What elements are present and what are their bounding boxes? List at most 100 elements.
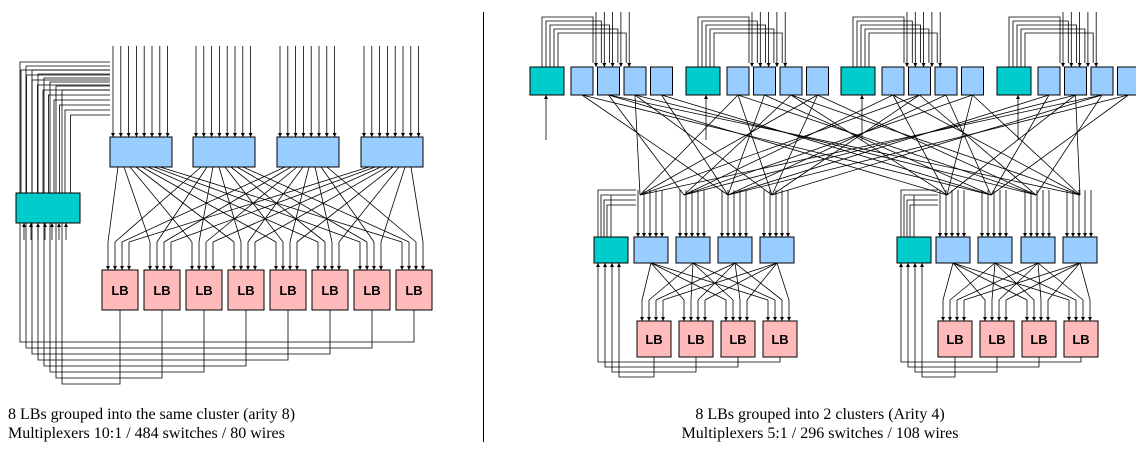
inter-cluster-wire [727,94,1050,196]
crossbar-wire [218,166,242,243]
mux-box [360,136,424,168]
cluster-crossbar-wire [734,262,783,301]
feedback-wire [37,84,110,193]
cluster-crossbar-wire [994,262,1035,301]
inter-cluster-wire [639,94,1103,196]
cluster-crossbar-wire [734,262,741,301]
cluster-crossbar-wire [690,262,694,301]
lb-feedback-wire [37,73,289,361]
logic-block [1021,320,1057,358]
top-loop-wire [705,24,766,67]
top-loop-wire [541,16,594,67]
top-loop-wire [1020,28,1086,67]
cluster-crossbar-wire [952,262,1070,301]
cluster-output-wire [617,263,655,378]
lb-label: LB [687,332,704,347]
cluster-output-wire [899,263,1082,363]
inter-cluster-wire [990,94,1129,196]
cluster-crossbar-wire [704,262,778,301]
crossbar-wire [129,166,193,243]
cluster-mux-box [633,236,669,264]
cluster-crossbar-wire [952,262,1028,301]
panel-divider [483,12,484,442]
inter-cluster-wire [634,94,641,196]
cluster-loop-wire [903,194,938,237]
cluster-crossbar-wire [650,262,685,301]
logic-block [762,320,798,358]
mux-box [908,66,931,96]
cluster-crossbar-wire [776,262,790,301]
inter-cluster-wire [608,94,1081,196]
cluster-mux-box [717,236,753,264]
cluster-output-wire [913,263,998,373]
lb-feedback-wire [31,69,331,355]
lb-label: LB [988,332,1005,347]
top-loop-wire [868,32,938,67]
cluster-output-mux-box [593,236,629,264]
mux-box [1117,66,1136,96]
cluster-crossbar-wire [662,262,778,301]
inter-cluster-wire [764,94,992,196]
top-loop-wire [852,16,905,67]
lb-label: LB [946,332,963,347]
feedback-wire [53,99,110,193]
mux-box [1064,66,1087,96]
top-loop-wire [713,32,783,67]
inter-cluster-wire [727,94,947,196]
lb-feedback-wire [43,77,247,367]
lb-feedback-wire [49,81,205,373]
cluster-crossbar-wire [650,262,727,301]
crossbar-wire [254,166,388,243]
logic-block [353,269,391,311]
cluster-loop-wire [597,189,636,237]
cluster-output-wire [603,263,739,368]
top-loop-wire [856,20,913,67]
mux-box [779,66,803,96]
cluster-mux-box [935,236,971,264]
crossbar-wire [380,166,406,243]
cluster-crossbar-wire [641,262,652,301]
crossbar-wire [123,166,151,243]
lb-feedback-wire [55,85,163,379]
inter-cluster-wire [945,94,992,196]
crossbar-wire [156,166,208,243]
mux-box [597,66,620,96]
inter-cluster-wire [946,94,1076,196]
logic-block [185,269,223,311]
crossbar-wire [170,166,376,243]
crossbar-wire [247,166,304,243]
logic-block [143,269,181,311]
inter-cluster-wire [771,94,818,196]
crossbar-wire [107,166,119,243]
mux-box [753,66,776,96]
cluster-crossbar-wire [998,262,1039,301]
crossbar-wire [230,166,326,243]
inter-cluster-wire [581,94,729,196]
inter-cluster-wire [771,94,1103,196]
feedback-wire [64,109,110,193]
mux-box [726,66,750,96]
lb-label: LB [279,283,296,298]
lb-label: LB [363,283,380,298]
output-mux-box [840,66,876,96]
mux-box [650,66,673,96]
cluster-crossbar-wire [746,262,778,301]
mux-box [961,66,984,96]
mux-box [806,66,829,96]
crossbar-wire [163,166,292,243]
inter-cluster-wire [727,94,1129,196]
cluster-output-wire [596,263,781,363]
lb-label: LB [645,332,662,347]
crossbar-wire [147,166,319,243]
logic-block [101,269,139,311]
output-mux-box [685,66,721,96]
crossbar-wire [242,166,410,243]
inter-cluster-wire [771,94,920,196]
logic-block [678,320,714,358]
feedback-wire [42,89,110,193]
logic-block [311,269,349,311]
lb-label: LB [111,283,128,298]
lb-feedback-wire [25,65,373,349]
cluster-loop-wire [600,194,636,237]
